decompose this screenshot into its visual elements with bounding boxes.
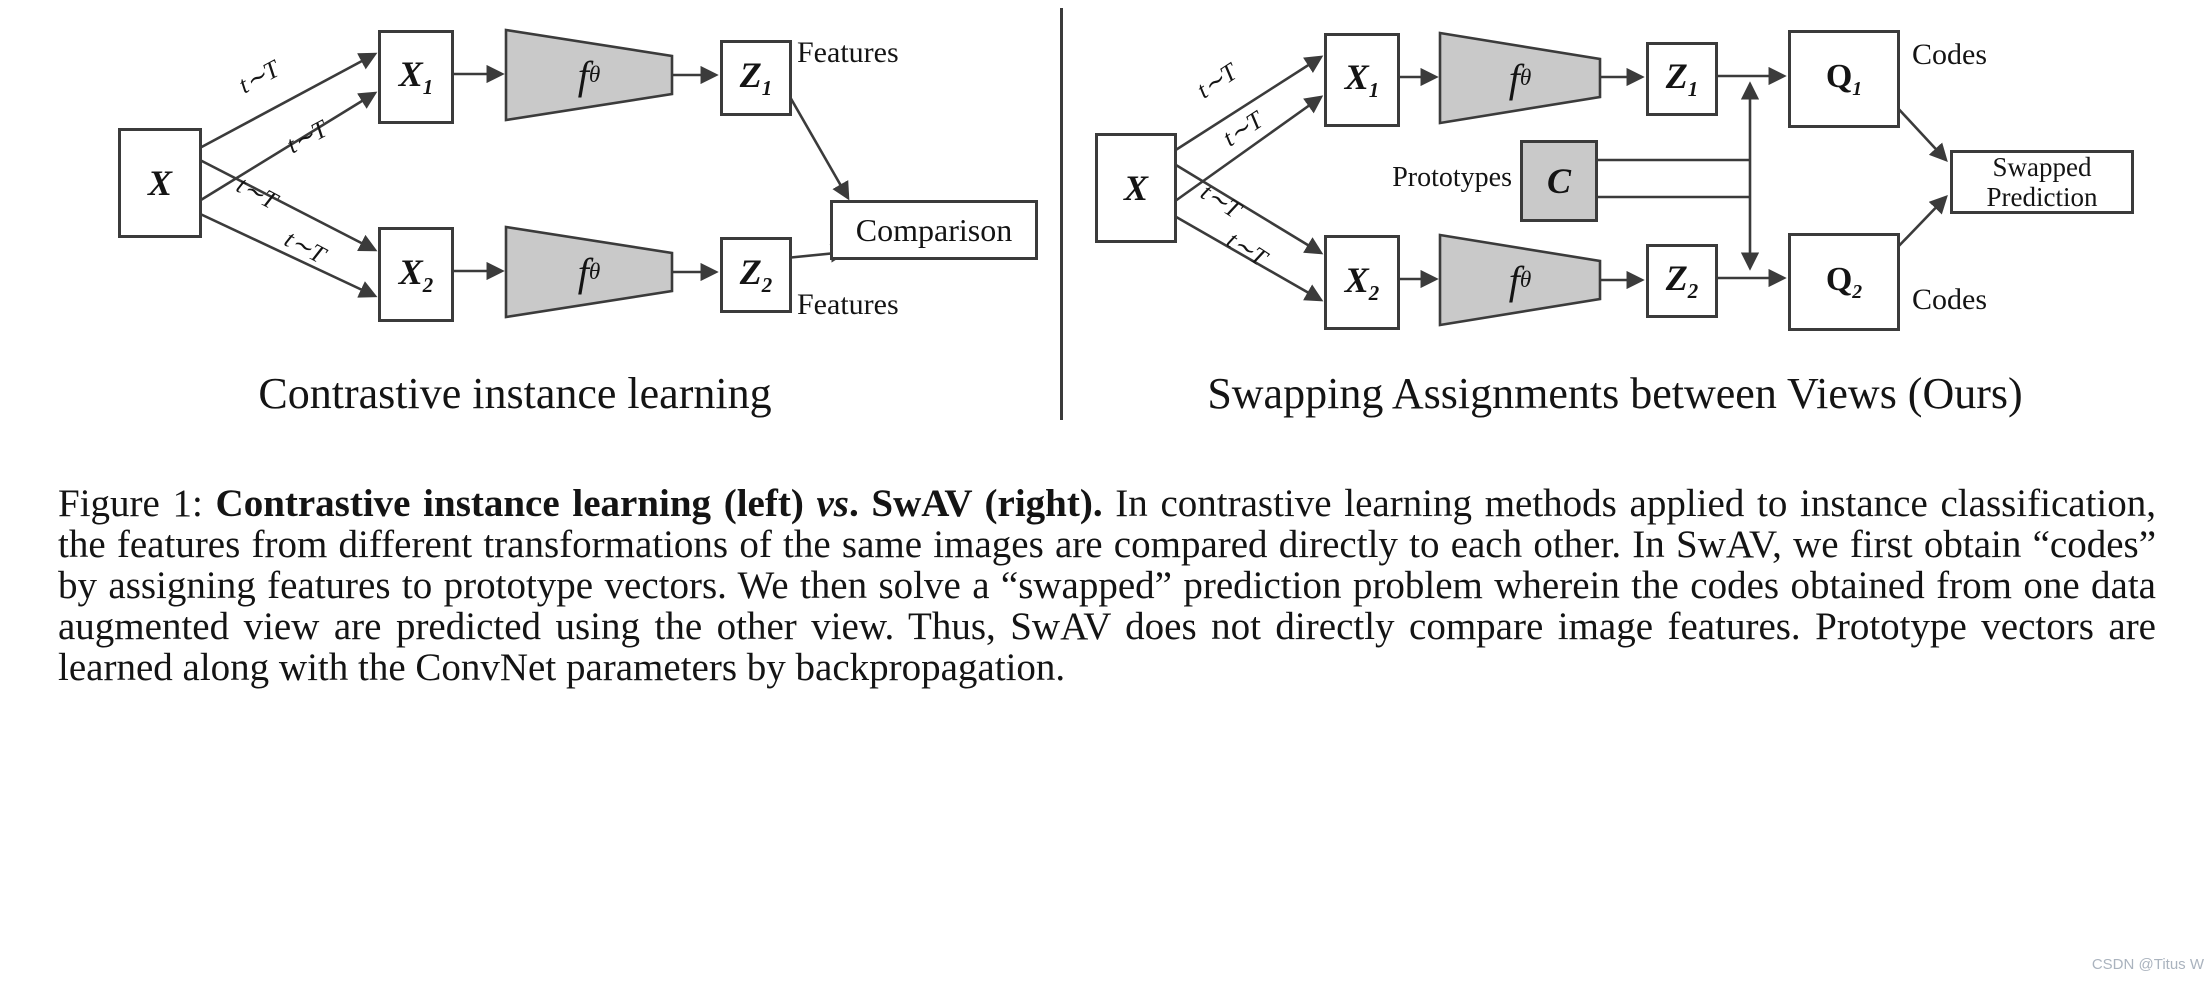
left-encoder-bottom-trapezoid	[504, 225, 674, 319]
right-code1-box: Q1	[1788, 30, 1900, 128]
right-swapped-line1: Swapped	[1992, 151, 2092, 182]
left-arrow-x-to-x2-b	[195, 210, 378, 298]
left-panel-caption: Contrastive instance learning	[258, 369, 772, 418]
left-feature2-sub: 2	[761, 273, 773, 298]
left-view1-box: X1	[378, 30, 454, 124]
left-encoder1-sub: θ	[588, 61, 601, 88]
right-prototypes-symbol: C	[1546, 161, 1571, 201]
panel-divider	[1060, 8, 1063, 420]
right-encoder2-sub: θ	[1519, 266, 1532, 293]
left-view2-sub: 2	[422, 273, 434, 298]
right-feature2-box: Z2	[1646, 244, 1718, 318]
right-feature2-label: Z2	[1666, 257, 1698, 304]
left-view1-label: X1	[399, 53, 433, 100]
right-code2-main: Q	[1825, 260, 1853, 298]
left-feature1-main: Z	[739, 55, 762, 96]
right-arrow-q2-to-swapped	[1893, 195, 1948, 252]
right-code1-sub: 1	[1852, 77, 1863, 100]
right-view2-label: X2	[1345, 259, 1379, 306]
right-input-label: X	[1123, 168, 1148, 208]
right-arrow-x-to-x1-b	[1170, 95, 1324, 206]
left-input-label: X	[147, 163, 172, 203]
right-panel-wires	[1170, 31, 1948, 327]
right-arrow-x-to-x2-b	[1170, 212, 1324, 302]
left-arrow-x-to-x2-a	[195, 156, 378, 252]
right-code2-label: Q2	[1826, 261, 1862, 304]
figure-caption-bold-italic: vs	[816, 482, 849, 525]
figure-caption-body: In contrastive learning methods applied …	[58, 482, 2156, 689]
right-view1-label: X1	[1345, 56, 1379, 103]
left-arrow-x-to-x1-a	[195, 52, 378, 152]
right-code2-sub: 2	[1852, 280, 1863, 303]
left-view2-label: X2	[399, 251, 433, 298]
right-codes-top-label: Codes	[1912, 38, 1987, 71]
figure-caption-bold-1: Contrastive instance learning (left)	[215, 482, 817, 525]
left-feature1-label: Z1	[740, 54, 772, 101]
left-feature2-main: Z	[739, 252, 762, 293]
right-arrow-x-to-x1-a	[1170, 55, 1324, 155]
figure-caption-prefix: Figure 1:	[58, 482, 216, 525]
figure-caption-bold-2: . SwAV (right).	[848, 482, 1103, 525]
right-arrow-q1-to-swapped	[1893, 103, 1948, 163]
left-view1-sub: 1	[422, 75, 434, 100]
left-comparison-label: Comparison	[855, 211, 1013, 248]
left-encoder1-main: f	[577, 52, 589, 98]
right-view2-box: X2	[1324, 235, 1400, 330]
right-view2-main: X	[1344, 259, 1369, 300]
right-code2-box: Q2	[1788, 233, 1900, 331]
left-view2-main: X	[398, 251, 423, 292]
right-arrow-x-to-x2-a	[1170, 160, 1324, 255]
figure-caption: Figure 1: Contrastive instance learning …	[58, 483, 2156, 688]
right-encoder1-main: f	[1508, 55, 1520, 101]
left-arrow-x-to-x1-b	[195, 91, 378, 205]
diagram-connectors	[195, 28, 1948, 327]
right-swapped-line2: Prediction	[1986, 182, 2098, 212]
right-encoder2-main: f	[1508, 257, 1520, 303]
right-encoder-bottom-trapezoid	[1438, 233, 1602, 327]
right-feature1-box: Z1	[1646, 42, 1718, 116]
left-encoder2-main: f	[577, 249, 589, 295]
right-prototypes-label: Prototypes	[1392, 162, 1512, 193]
right-codes-bottom-label: Codes	[1912, 283, 1987, 316]
right-feature1-main: Z	[1665, 56, 1688, 97]
left-features-top-label: Features	[797, 36, 899, 69]
left-features-bottom-label: Features	[797, 288, 899, 321]
watermark: CSDN @Titus W	[2091, 956, 2204, 973]
right-panel-caption: Swapping Assignments between Views (Ours…	[1207, 369, 2023, 418]
right-input-box: X	[1095, 133, 1177, 243]
right-code1-main: Q	[1825, 57, 1853, 95]
left-feature2-label: Z2	[740, 251, 772, 298]
left-view1-main: X	[398, 54, 423, 95]
right-feature1-label: Z1	[1666, 55, 1698, 102]
left-feature1-sub: 1	[761, 76, 773, 101]
right-prototypes-box: C	[1520, 140, 1598, 222]
left-input-box: X	[118, 128, 202, 238]
right-feature1-sub: 1	[1687, 77, 1699, 102]
left-feature1-box: Z1	[720, 40, 792, 116]
right-swapped-prediction-box: Swapped Prediction	[1950, 150, 2134, 214]
right-view2-sub: 2	[1368, 281, 1380, 306]
left-encoder-top-trapezoid	[504, 28, 674, 122]
left-panel-wires	[195, 28, 850, 319]
left-encoder2-sub: θ	[588, 258, 601, 285]
right-view1-main: X	[1344, 57, 1369, 98]
left-view2-box: X2	[378, 227, 454, 322]
right-code1-label: Q1	[1826, 58, 1862, 101]
right-feature2-sub: 2	[1687, 279, 1699, 304]
left-feature2-box: Z2	[720, 237, 792, 313]
right-view1-box: X1	[1324, 33, 1400, 127]
right-feature2-main: Z	[1665, 258, 1688, 299]
right-encoder-top-trapezoid	[1438, 31, 1602, 125]
right-view1-sub: 1	[1368, 78, 1380, 103]
left-arrow-z1-to-comparison	[784, 89, 850, 201]
right-encoder1-sub: θ	[1519, 64, 1532, 91]
left-comparison-box: Comparison	[830, 200, 1038, 260]
